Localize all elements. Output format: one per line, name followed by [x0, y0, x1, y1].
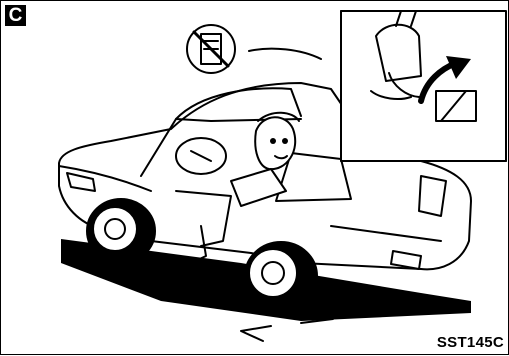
figure-badge: C: [5, 5, 26, 26]
rear-wheel: [245, 242, 317, 310]
tail-lights: [419, 176, 446, 216]
connector-arc: [249, 49, 321, 59]
no-phone-sign-icon: [187, 25, 235, 73]
shift-arrow-left: [241, 326, 271, 341]
brake-inset: [341, 11, 506, 161]
front-wheel: [87, 199, 155, 263]
figure-code: SST145C: [437, 334, 504, 351]
